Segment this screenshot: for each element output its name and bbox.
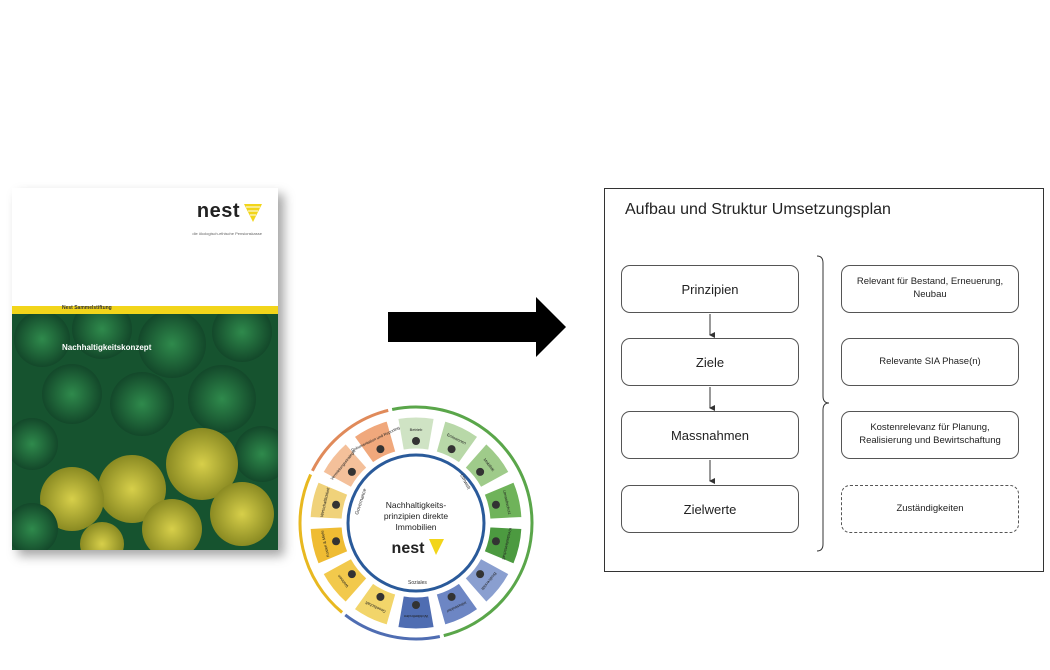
- box-prinzipien: Prinzipien: [621, 265, 799, 313]
- wheel-segment-label: Betrieb: [410, 427, 423, 432]
- wheel-segment-icon: [476, 570, 485, 579]
- group-label-soziales: Soziales: [408, 580, 427, 586]
- forest-aerial-image: [12, 314, 278, 550]
- box-ziele: Ziele: [621, 338, 799, 386]
- band-label: Nest Sammelstiftung: [62, 305, 112, 311]
- wheel-segment: [483, 526, 523, 565]
- brochure-tagline: die ökologisch-ethische Pensionskasse: [192, 231, 262, 236]
- box-relevant-bestand: Relevant für Bestand, Erneuerung, Neubau: [841, 265, 1019, 313]
- wheel-segment-label: Wohlbefinden: [404, 614, 428, 619]
- box-kostenrelevanz: Kostenrelevanz für Planung, Realisierung…: [841, 411, 1019, 459]
- wheel-segment-icon: [376, 445, 385, 454]
- wheel-segment-icon: [476, 467, 485, 476]
- wheel-segment-icon: [491, 500, 500, 509]
- wheel-segment-icon: [447, 445, 456, 454]
- wheel-segment-label: Wirtschaftlichkeit: [319, 486, 331, 517]
- concept-brochure: nest die ökologisch-ethische Pensionskas…: [12, 188, 278, 550]
- wheel-segment-icon: [332, 500, 341, 509]
- wheel-segment: [309, 526, 349, 565]
- wheel-segment-icon: [376, 592, 385, 601]
- yellow-band: [12, 306, 278, 314]
- wheel-center-text-3: Immobilien: [395, 522, 436, 532]
- wheel-segment-icon: [332, 537, 341, 546]
- wheel-segment: [353, 582, 397, 626]
- sustainability-principles-wheel: BetriebEmissionenMobilitätUmweltschutzKr…: [298, 405, 534, 641]
- wheel-group-arc: [344, 613, 441, 641]
- wheel-logo-mark-icon: [429, 539, 444, 555]
- wheel-segment-icon: [412, 601, 420, 609]
- flow-connectors: [709, 255, 830, 552]
- box-massnahmen: Massnahmen: [621, 411, 799, 459]
- wheel-segment-icon: [347, 467, 356, 476]
- wheel-segment: [435, 420, 479, 464]
- wheel-segment: [322, 557, 368, 604]
- wheel-segment-icon: [347, 570, 356, 579]
- wheel-segment: [353, 420, 397, 464]
- curly-brace: [816, 255, 830, 552]
- wheel-center-text-2: prinzipien direkte: [384, 511, 449, 521]
- wheel-segment: [322, 442, 368, 489]
- wheel-segment: [435, 582, 479, 626]
- brochure-title: Nachhaltigkeitskonzept: [62, 343, 152, 352]
- box-zustaendigkeiten: Zuständigkeiten: [841, 485, 1019, 533]
- wheel-segment-label: Umweltschutz: [502, 489, 512, 514]
- wheel-group-arc: [391, 405, 534, 638]
- wheel-segment: [397, 416, 435, 451]
- right-arrow-icon: [388, 297, 566, 357]
- wheel-segment: [483, 481, 523, 520]
- box-sia-phase: Relevante SIA Phase(n): [841, 338, 1019, 386]
- wheel-segment: [464, 442, 510, 489]
- wheel-segment: [464, 557, 510, 604]
- wheel-segment-icon: [412, 437, 420, 445]
- structure-panel: Aufbau und Struktur Umsetzungsplan Prinz…: [604, 188, 1044, 572]
- nest-logo: nest: [196, 200, 240, 222]
- wheel-center-text-1: Nachhaltigkeits-: [386, 500, 447, 510]
- wheel-segment-icon: [447, 592, 456, 601]
- panel-title: Aufbau und Struktur Umsetzungsplan: [625, 201, 891, 218]
- wheel-group-arc: [311, 408, 389, 472]
- wheel-segment-icon: [491, 537, 500, 546]
- wheel-segment: [397, 595, 435, 630]
- wheel-segment: [309, 481, 349, 520]
- wheel-segment-label: Kosten & Miete: [319, 529, 330, 557]
- box-zielwerte: Zielwerte: [621, 485, 799, 533]
- wheel-center-logo: nest: [392, 540, 426, 557]
- nest-logo-mark-icon: [244, 204, 262, 222]
- wheel-group-arc: [298, 473, 344, 614]
